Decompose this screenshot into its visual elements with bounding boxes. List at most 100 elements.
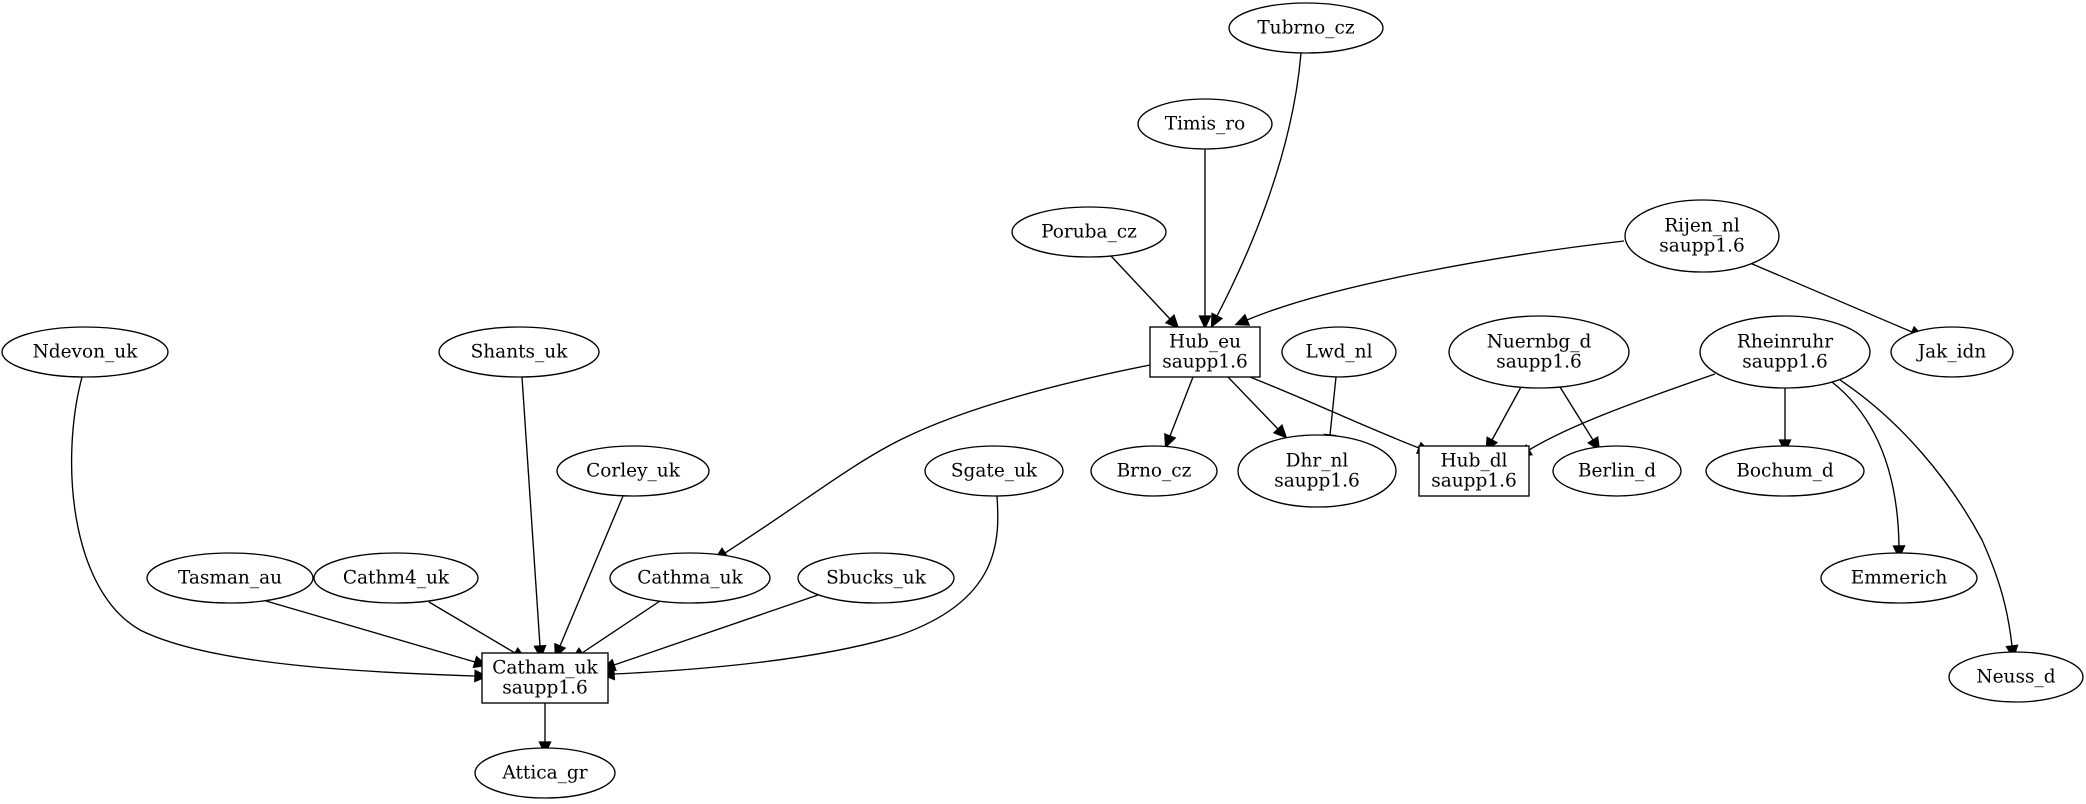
node-label: Rheinruhr (1737, 332, 1833, 353)
edge-line-cathm4-uk-to-catham-uk (428, 601, 516, 654)
arrowhead-hub-eu-to-brno-cz (1164, 432, 1177, 449)
ellipse-shape (1820, 552, 1978, 604)
ellipse-shape (1890, 326, 2014, 378)
edge-line-rijen-nl-to-hub-eu (1246, 240, 1625, 321)
edge-catham-uk-to-attica-gr (538, 703, 552, 756)
node-sublabel: saupp1.6 (1659, 236, 1745, 257)
node-label: Sbucks_uk (826, 568, 927, 589)
node-corley-uk[interactable]: Corley_uk (556, 445, 710, 497)
node-label: Jak_idn (1916, 342, 1987, 363)
arrowhead-shants-uk-to-catham-uk (533, 644, 547, 660)
edge-line-poruba-cz-to-hub-eu (1110, 255, 1171, 320)
node-label: Lwd_nl (1305, 342, 1372, 363)
edge-line-shants-uk-to-catham-uk (521, 376, 541, 647)
node-bochum-d[interactable]: Bochum_d (1705, 445, 1865, 497)
node-shants-uk[interactable]: Shants_uk (438, 326, 600, 378)
edge-hub-eu-to-dhr-nl (1227, 376, 1288, 439)
edge-timis-ro-to-hub-eu (1198, 149, 1212, 330)
node-emmerich[interactable]: Emmerich (1820, 552, 1978, 604)
box-shape (1149, 326, 1261, 378)
ellipse-shape (1624, 199, 1780, 273)
node-label: Timis_ro (1165, 114, 1245, 135)
node-brno-cz[interactable]: Brno_cz (1090, 445, 1218, 497)
node-timis-ro[interactable]: Timis_ro (1137, 98, 1273, 150)
edge-line-hub-eu-to-cathma-uk (724, 364, 1151, 554)
edge-line-nuernbg-d-to-hub-dl (1491, 386, 1522, 441)
node-label: Tubrno_cz (1257, 18, 1355, 39)
edge-line-hub-eu-to-hub-dl (1249, 376, 1420, 449)
ellipse-shape (1448, 315, 1630, 389)
edge-line-tasman-au-to-catham-uk (265, 600, 476, 663)
node-label: Brno_cz (1117, 461, 1192, 482)
ellipse-shape (1090, 445, 1218, 497)
node-sbucks-uk[interactable]: Sbucks_uk (797, 552, 955, 604)
edge-line-lwd-nl-to-dhr-nl (1329, 376, 1337, 436)
edge-hub-eu-to-brno-cz (1164, 376, 1194, 449)
arrowhead-timis-ro-to-hub-eu (1198, 315, 1212, 330)
edge-line-hub-eu-to-brno-cz (1169, 376, 1194, 437)
node-label: Dhr_nl (1286, 451, 1349, 472)
node-lwd-nl[interactable]: Lwd_nl (1281, 326, 1397, 378)
node-label: Attica_gr (501, 763, 587, 784)
ellipse-shape (1281, 326, 1397, 378)
node-ndevon-uk[interactable]: Ndevon_uk (1, 326, 169, 378)
node-sublabel: saupp1.6 (1496, 352, 1582, 373)
node-label: Shants_uk (471, 342, 569, 363)
node-label: Corley_uk (586, 461, 681, 482)
arrowhead-tubrno-cz-to-hub-eu (1210, 312, 1224, 329)
ellipse-shape (797, 552, 955, 604)
ellipse-shape (1552, 445, 1682, 497)
ellipse-shape (438, 326, 600, 378)
edge-cathma-uk-to-catham-uk (570, 600, 661, 661)
edge-poruba-cz-to-hub-eu (1110, 255, 1180, 329)
node-sgate-uk[interactable]: Sgate_uk (924, 445, 1064, 497)
node-neuss-d[interactable]: Neuss_d (1948, 651, 2084, 703)
node-label: Cathm4_uk (343, 568, 450, 589)
node-tubrno-cz[interactable]: Tubrno_cz (1228, 2, 1384, 54)
node-sublabel: saupp1.6 (1274, 471, 1360, 492)
node-cathm4-uk[interactable]: Cathm4_uk (313, 552, 479, 604)
node-label: Nuernbg_d (1487, 332, 1592, 353)
ellipse-shape (1237, 434, 1397, 508)
edge-line-nuernbg-d-to-berlin-d (1559, 386, 1594, 441)
node-sublabel: saupp1.6 (1742, 352, 1828, 373)
edge-rijen-nl-to-hub-eu (1234, 240, 1625, 326)
edge-line-cathma-uk-to-catham-uk (581, 600, 661, 654)
ellipse-shape (146, 552, 314, 604)
node-label: Bochum_d (1736, 461, 1834, 482)
edge-rheinruhr-to-emmerich (1831, 381, 1906, 560)
ellipse-shape (1705, 445, 1865, 497)
arrowhead-hub-eu-to-dhr-nl (1272, 423, 1288, 439)
node-attica-gr[interactable]: Attica_gr (474, 747, 616, 799)
node-tasman-au[interactable]: Tasman_au (146, 552, 314, 604)
node-label: Emmerich (1851, 568, 1948, 589)
ellipse-shape (313, 552, 479, 604)
node-label: Rijen_nl (1664, 216, 1740, 237)
box-shape (1418, 445, 1530, 497)
node-poruba-cz[interactable]: Poruba_cz (1011, 206, 1167, 258)
edge-line-rheinruhr-to-emmerich (1831, 381, 1900, 547)
node-berlin-d[interactable]: Berlin_d (1552, 445, 1682, 497)
node-label: Poruba_cz (1041, 222, 1137, 243)
node-jak-idn[interactable]: Jak_idn (1890, 326, 2014, 378)
ellipse-shape (609, 552, 771, 604)
arrowhead-rheinruhr-to-emmerich (1892, 545, 1906, 560)
edge-line-hub-eu-to-dhr-nl (1227, 376, 1279, 430)
ellipse-shape (1137, 98, 1273, 150)
node-cathma-uk[interactable]: Cathma_uk (609, 552, 771, 604)
ellipse-shape (1, 326, 169, 378)
node-label: Sgate_uk (951, 461, 1038, 482)
edge-tasman-au-to-catham-uk (265, 600, 489, 669)
edges-layer (70, 52, 2019, 756)
edge-rheinruhr-to-bochum-d (1778, 388, 1792, 454)
node-label: Cathma_uk (637, 568, 743, 589)
edge-rheinruhr-to-neuss-d (1839, 379, 2019, 660)
arrowhead-poruba-cz-to-hub-eu (1164, 314, 1180, 329)
